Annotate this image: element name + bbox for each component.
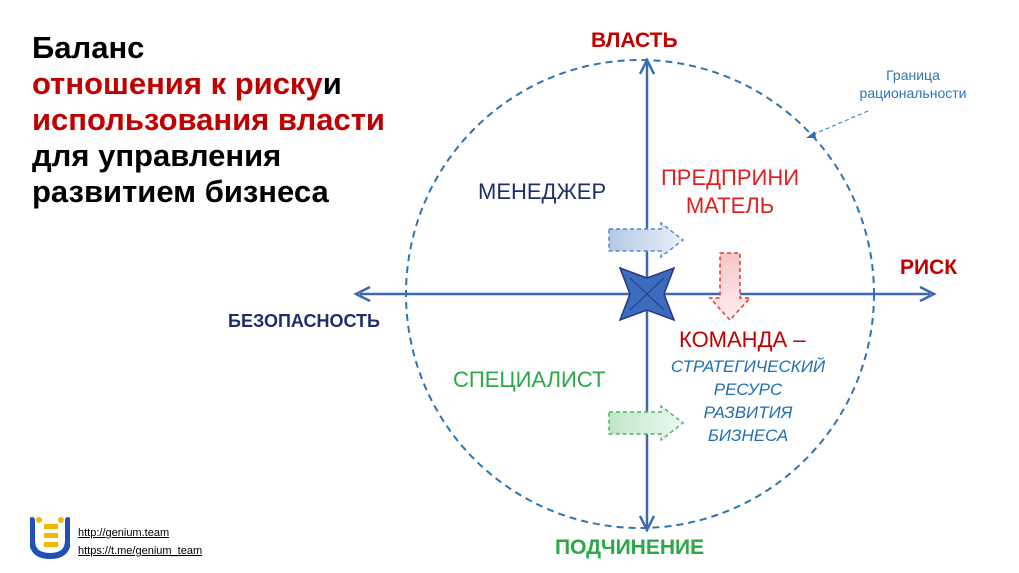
entrepreneur-label-line-1: ПРЕДПРИНИ xyxy=(660,165,800,190)
website-link[interactable]: http://genium.team xyxy=(78,527,170,539)
quadrant-label-manager: МЕНЕДЖЕР xyxy=(478,179,607,204)
quadrant-label-entrepreneur: ПРЕДПРИНИ МАТЕЛЬ xyxy=(650,164,810,220)
title-line-1: Баланс xyxy=(32,30,145,65)
boundary-label-line-2: рациональности xyxy=(859,85,967,101)
axis-label-power: ВЛАСТЬ xyxy=(591,29,678,52)
specialist-shift-arrow xyxy=(608,404,685,442)
entrepreneur-shift-arrow xyxy=(708,252,752,322)
footer-links: http://genium.team https://t.me/genium_t… xyxy=(78,524,202,560)
boundary-pointer-arrow xyxy=(806,110,869,138)
axis-label-safety: БЕЗОПАСНОСТЬ xyxy=(228,311,380,331)
telegram-link[interactable]: https://t.me/genium_team xyxy=(78,545,203,557)
manager-shift-arrow xyxy=(608,221,685,259)
team-description-line-2: РЕСУРС xyxy=(713,380,783,399)
title-line-4: для управления xyxy=(32,138,282,173)
team-description-line-3: РАЗВИТИЯ xyxy=(703,403,793,422)
quadrant-label-specialist: СПЕЦИАЛИСТ xyxy=(453,367,606,392)
title-conjunction: и xyxy=(322,66,342,101)
slide-title: Баланс отношения к рискуи использования … xyxy=(32,30,385,210)
title-line-3: использования власти xyxy=(32,102,385,137)
team-description-line-4: БИЗНЕСА xyxy=(707,426,789,445)
team-description: СТРАТЕГИЧЕСКИЙ РЕСУРС РАЗВИТИЯ БИЗНЕСА xyxy=(655,355,841,447)
boundary-label: Граница рациональности xyxy=(848,66,978,102)
title-line-2: отношения к рискуи xyxy=(32,66,385,102)
axis-label-subordination: ПОДЧИНЕНИЕ xyxy=(555,536,705,559)
team-description-line-1: СТРАТЕГИЧЕСКИЙ xyxy=(670,357,826,376)
title-risk-attitude: отношения к риску xyxy=(32,66,323,101)
quadrant-label-team: КОМАНДА – xyxy=(679,327,806,352)
center-star-icon xyxy=(618,266,676,322)
title-line-5: развитием бизнеса xyxy=(32,174,329,209)
entrepreneur-label-line-2: МАТЕЛЬ xyxy=(685,193,775,218)
boundary-label-line-1: Граница xyxy=(886,67,940,83)
genium-logo-icon xyxy=(30,517,70,560)
axis-label-risk: РИСК xyxy=(900,256,958,279)
